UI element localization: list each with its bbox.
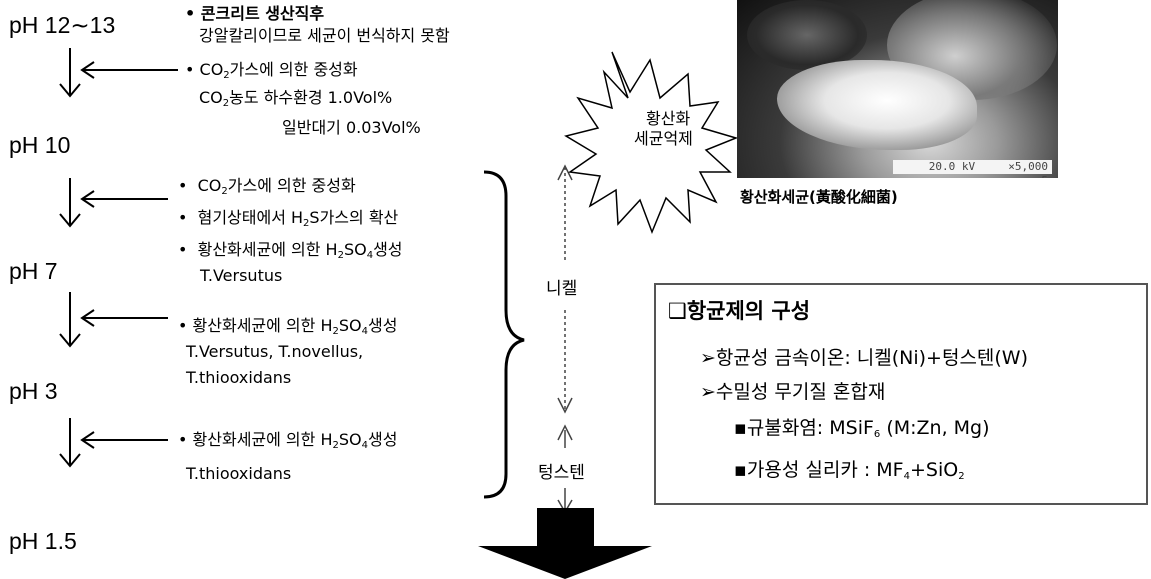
nickel-label: 니켈 bbox=[546, 279, 578, 299]
step-fresh-concrete: • 콘크리트 생산직후 bbox=[185, 4, 325, 23]
brace bbox=[483, 170, 525, 499]
ph-level-3: pH 3 bbox=[9, 378, 58, 404]
step-h2so4-1: • 황산화세균에 의한 H2SO4생성 bbox=[178, 240, 403, 261]
ph-level-10: pH 10 bbox=[9, 132, 71, 158]
input-arrows bbox=[80, 61, 178, 449]
step-h2so4-3: • 황산화세균에 의한 H2SO4생성 bbox=[178, 430, 398, 451]
ph-level-7: pH 7 bbox=[9, 258, 58, 284]
ph-level-1-5: pH 1.5 bbox=[9, 528, 77, 554]
step-fresh-concrete-desc: 강알칼리이므로 세균이 번식하지 못함 bbox=[199, 26, 450, 45]
micrograph-caption: 황산화세균(黃酸化細菌) bbox=[740, 188, 898, 206]
step-co2-neutralization-1: • CO2가스에 의한 중성화 bbox=[185, 60, 358, 81]
composition-fluorosilicate: ▪규불화염: MSiF6 (M:Zn, Mg) bbox=[734, 417, 990, 440]
micrograph-scale-bar: 20.0 kV ×5,000 5 bbox=[893, 160, 1052, 178]
species-thiooxidans: T.thiooxidans bbox=[186, 464, 292, 483]
composition-inorganic-mix: ➢수밀성 무기질 혼합재 bbox=[700, 381, 886, 403]
ph-down-arrows bbox=[59, 48, 81, 468]
composition-soluble-silica: ▪가용성 실리카 : MF4+SiO2 bbox=[734, 459, 965, 482]
burst-text-2: 세균억제 bbox=[634, 129, 693, 148]
tungsten-label: 텅스텐 bbox=[538, 463, 585, 483]
step-co2-concentration: CO2농도 하수환경 1.0Vol% bbox=[199, 88, 393, 109]
step-atmosphere: 일반대기 0.03Vol% bbox=[282, 118, 421, 137]
burst-shape bbox=[564, 51, 739, 235]
bacteria-micrograph: 20.0 kV ×5,000 5 bbox=[737, 0, 1058, 178]
species-list-1: T.Versutus, T.novellus, bbox=[186, 342, 364, 361]
species-list-2: T.thiooxidans bbox=[186, 368, 292, 387]
ph-level-12-13: pH 12∼13 bbox=[9, 12, 116, 38]
antibacterial-composition-box: ❑항균제의 구성 ➢항균성 금속이온: 니켈(Ni)+텅스텐(W) ➢수밀성 무… bbox=[654, 283, 1148, 505]
composition-metal-ions: ➢항균성 금속이온: 니켈(Ni)+텅스텐(W) bbox=[700, 347, 1029, 369]
step-co2-neutralization-2: • CO2가스에 의한 중성화 bbox=[178, 176, 356, 197]
step-h2s-diffusion: • 혐기상태에서 H2S가스의 확산 bbox=[178, 208, 399, 229]
step-h2so4-2: • 황산화세균에 의한 H2SO4생성 bbox=[178, 316, 398, 337]
burst-text: 황산화 bbox=[646, 109, 691, 128]
big-down-arrow bbox=[478, 508, 652, 579]
composition-title: ❑항균제의 구성 bbox=[668, 299, 811, 323]
species-versutus: T.Versutus bbox=[200, 266, 283, 285]
